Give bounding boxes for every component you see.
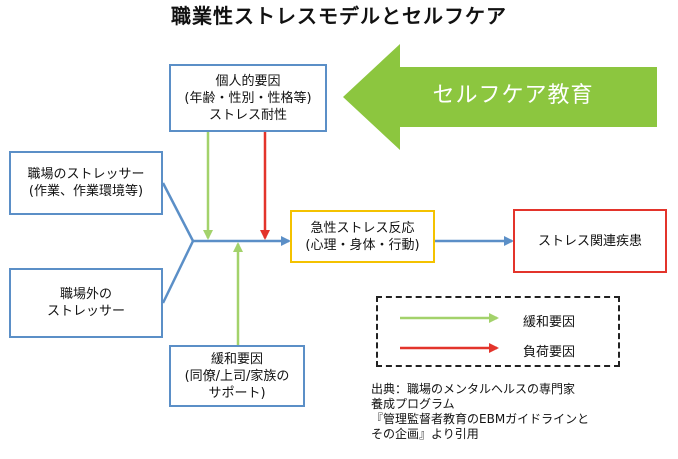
source-line3: 『管理監督者教育のEBMガイドラインと bbox=[371, 412, 590, 426]
individual-factors-box: 個人的要因 (年齢・性別・性格等) ストレス耐性 bbox=[169, 64, 327, 132]
source-line1: 出典：職場のメンタルヘルスの専門家 bbox=[371, 382, 576, 396]
acute-stress-reaction-box: 急性ストレス反応 (心理・身体・行動) bbox=[290, 210, 435, 263]
external-stressors-box: 職場外の ストレッサー bbox=[9, 268, 163, 338]
legend-burden-label: 負荷要因 bbox=[523, 345, 576, 360]
individual-factors-line2: (年齢・性別・性格等) bbox=[184, 90, 312, 106]
stress-related-disease-box: ストレス関連疾患 bbox=[513, 209, 667, 273]
connector-stressors bbox=[161, 182, 195, 242]
support-factors-line2: (同僚/上司/家族の bbox=[184, 368, 290, 384]
source-line2: 養成プログラム bbox=[371, 397, 455, 411]
connector-external bbox=[161, 240, 195, 304]
diagram-title: 職業性ストレスモデルとセルフケア bbox=[171, 4, 507, 28]
source-line4: その企画』より引用 bbox=[371, 427, 479, 441]
individual-factors-line1: 個人的要因 bbox=[215, 73, 281, 89]
support-factors-line1: 緩和要因 bbox=[210, 351, 263, 367]
support-factors-line3: サポート) bbox=[208, 385, 266, 401]
legend-box: 緩和要因 負荷要因 bbox=[376, 296, 620, 367]
selfcare-arrow bbox=[343, 44, 657, 150]
legend-relief-label: 緩和要因 bbox=[523, 315, 576, 330]
individual-factors-line3: ストレス耐性 bbox=[208, 107, 287, 123]
stress-disease-line1: ストレス関連疾患 bbox=[537, 233, 642, 249]
support-factors-box: 緩和要因 (同僚/上司/家族の サポート) bbox=[169, 345, 305, 407]
workplace-stressors-line1: 職場のストレッサー bbox=[27, 167, 145, 182]
acute-stress-line2: (心理・身体・行動) bbox=[305, 237, 420, 253]
external-stressors-line1: 職場外の bbox=[59, 287, 112, 302]
external-stressors-line2: ストレッサー bbox=[46, 304, 125, 319]
selfcare-education-label: セルフケア教育 bbox=[432, 83, 594, 108]
workplace-stressors-box: 職場のストレッサー (作業、作業環境等) bbox=[9, 151, 163, 215]
source-citation: 出典：職場のメンタルヘルスの専門家 養成プログラム 『管理監督者教育のEBMガイ… bbox=[371, 382, 671, 442]
acute-stress-line1: 急性ストレス反応 bbox=[310, 220, 415, 236]
workplace-stressors-line2: (作業、作業環境等) bbox=[28, 184, 144, 199]
